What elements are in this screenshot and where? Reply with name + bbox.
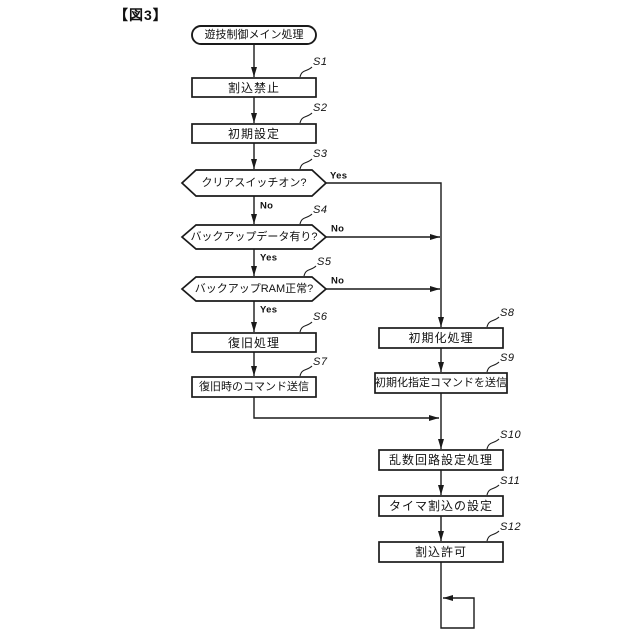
decision-label-s5: バックアップRAM正常? [195, 282, 314, 295]
leader-s3 [299, 158, 313, 170]
process-label-s6: 復旧処理 [228, 335, 280, 350]
process-box-s10 [378, 449, 504, 471]
arrow-s7-to-junction [253, 397, 439, 421]
process-label-s7: 復旧時のコマンド送信 [199, 379, 309, 393]
step-id-s2: S2 [313, 102, 327, 114]
node-s4: バックアップデータ有り? S4 No Yes [180, 204, 344, 264]
leader-s10 [486, 438, 500, 450]
node-s8: 初期化処理 S8 [378, 307, 515, 349]
step-id-s5: S5 [317, 256, 332, 268]
branch-no-s4-label: No [331, 224, 344, 235]
step-id-s1: S1 [313, 56, 327, 68]
process-label-s9: 初期化指定コマンドを送信 [375, 375, 507, 389]
branch-no-s3-label: No [260, 201, 273, 212]
process-box-s6 [191, 332, 317, 353]
branch-yes-s3-label: Yes [330, 171, 347, 182]
leader-s2 [299, 112, 313, 124]
loop-back-connector [440, 562, 475, 629]
process-label-s12: 割込許可 [415, 544, 467, 559]
process-label-s2: 初期設定 [228, 126, 280, 141]
decision-hexagon-s3 [180, 169, 328, 197]
node-s10: 乱数回路設定処理 S10 [378, 429, 521, 471]
node-s12: 割込許可 S12 [378, 521, 521, 563]
leader-s7 [299, 365, 313, 377]
step-id-s4: S4 [313, 204, 327, 216]
leader-s5 [303, 265, 317, 277]
process-label-s10: 乱数回路設定処理 [389, 452, 493, 467]
step-id-s9: S9 [500, 352, 514, 364]
leader-s8 [486, 316, 500, 328]
start-terminal-shape [191, 25, 317, 45]
branch-no-s5-label: No [331, 276, 344, 287]
step-id-s7: S7 [313, 356, 328, 368]
node-s6: 復旧処理 S6 [191, 311, 328, 353]
step-id-s11: S11 [500, 475, 520, 487]
decision-hexagon-s5 [180, 276, 328, 302]
leader-s12 [486, 530, 500, 542]
node-s1: 割込禁止 S1 [191, 56, 327, 98]
process-label-s1: 割込禁止 [228, 80, 280, 95]
decision-label-s4: バックアップデータ有り? [190, 229, 317, 243]
figure-label: 【図3】 [114, 7, 168, 23]
node-s11: タイマ割込の設定 S11 [378, 475, 520, 517]
leader-s11 [486, 484, 500, 496]
leader-s4 [299, 213, 313, 225]
process-box-s7 [191, 376, 317, 398]
step-id-s6: S6 [313, 311, 328, 323]
leader-s1 [299, 66, 313, 78]
arrow-s3-yes-to-s8 [326, 182, 444, 327]
process-label-s11: タイマ割込の設定 [389, 498, 493, 513]
node-s3: クリアスイッチオン? S3 Yes No [180, 148, 347, 212]
decision-hexagon-s4 [180, 224, 328, 250]
branch-yes-s5-label: Yes [260, 305, 277, 316]
step-id-s8: S8 [500, 307, 515, 319]
process-box-s12 [378, 541, 504, 563]
step-id-s3: S3 [313, 148, 328, 160]
node-s5: バックアップRAM正常? S5 No Yes [180, 256, 344, 316]
leader-s6 [299, 321, 313, 333]
start-terminal: 遊技制御メイン処理 [191, 25, 317, 45]
decision-label-s3: クリアスイッチオン? [201, 176, 306, 189]
process-label-s8: 初期化処理 [408, 331, 473, 345]
process-box-s11 [378, 495, 504, 517]
leader-s9 [486, 361, 500, 373]
node-s9: 初期化指定コマンドを送信 S9 [374, 352, 514, 394]
process-box-s9 [374, 372, 508, 394]
process-box-s2 [191, 123, 317, 144]
step-id-s10: S10 [500, 429, 521, 441]
start-terminal-label: 遊技制御メイン処理 [205, 27, 304, 41]
process-box-s8 [378, 327, 504, 349]
node-s2: 初期設定 S2 [191, 102, 327, 144]
branch-yes-s4-label: Yes [260, 253, 277, 264]
node-s7: 復旧時のコマンド送信 S7 [191, 356, 328, 398]
step-id-s12: S12 [500, 521, 521, 533]
process-box-s1 [191, 77, 317, 98]
